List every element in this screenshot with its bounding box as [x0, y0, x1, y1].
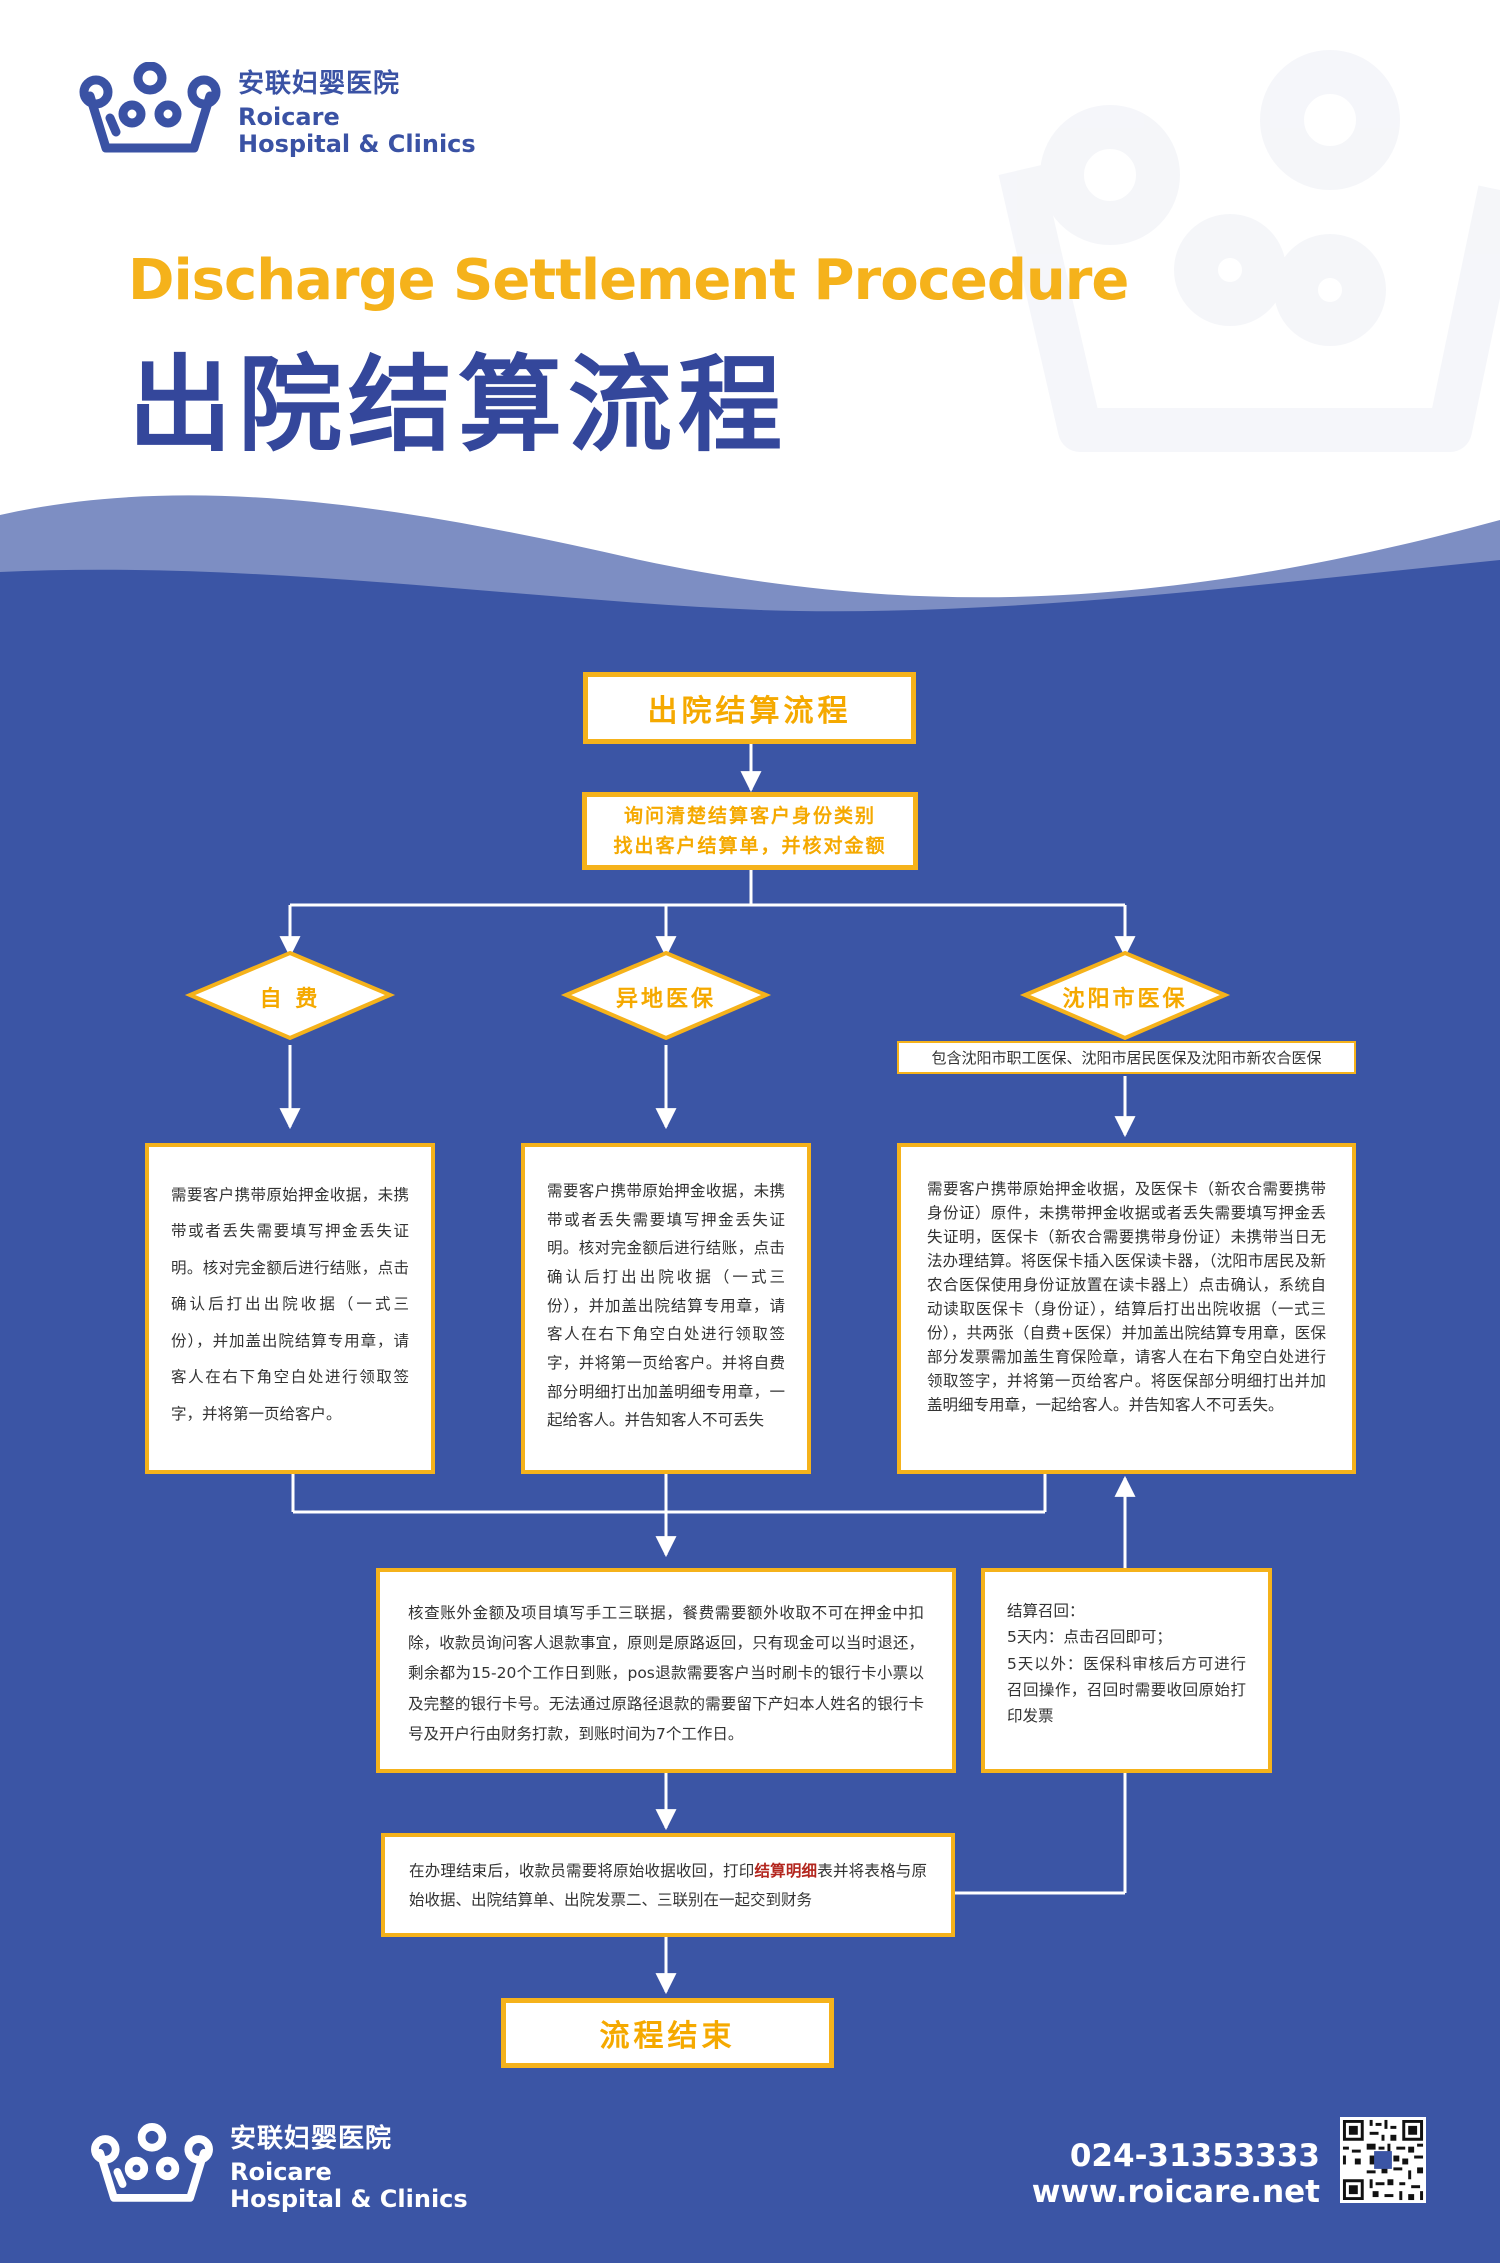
recall-within-5-days: 5天内：点击召回即可；	[1007, 1628, 1172, 1647]
footer-crown-logo-icon	[91, 2123, 213, 2203]
final-step-text-post: 表并将表格与原始收据、出院结算单、出院发票二、三联别在一起交到财务	[409, 1862, 927, 1910]
diamond-self-pay	[184, 950, 396, 1041]
diamond-out-of-town	[560, 950, 772, 1041]
self-pay-procedure-box: 需要客户携带原始押金收据，未携带或者丢失需要填写押金丢失证明。核对完金额后进行结…	[145, 1143, 435, 1474]
footer-name-en-2: Hospital & Clinics	[230, 2184, 468, 2213]
step-identify-line2: 找出客户结算单，并核对金额	[613, 835, 887, 857]
recall-box: 结算召回： 5天内：点击召回即可； 5天以外：医保科审核后方可进行召回操作，召回…	[981, 1568, 1272, 1773]
shenyang-insurance-note: 包含沈阳市职工医保、沈阳市居民医保及沈阳市新农合医保	[897, 1041, 1356, 1074]
flow-start-box: 出院结算流程	[583, 672, 916, 744]
watermark-crown-icon	[998, 50, 1500, 452]
flow-connectors	[279, 744, 1136, 1995]
title-english: Discharge Settlement Procedure	[128, 248, 1129, 313]
recall-title: 结算召回：	[1007, 1602, 1085, 1620]
refund-procedure-box: 核查账外金额及项目填写手工三联据，餐费需要额外收取不可在押金中扣除，收款员询问客…	[376, 1568, 956, 1773]
diamond-shenyang	[1019, 950, 1231, 1041]
title-chinese: 出院结算流程	[128, 344, 789, 466]
settlement-detail-highlight: 结算明细	[754, 1862, 818, 1880]
shenyang-procedure-box: 需要客户携带原始押金收据，及医保卡（新农合需要携带身份证）原件，未携带押金收据或…	[897, 1143, 1356, 1474]
branch-self-pay-label: 自 费	[259, 987, 321, 1012]
recall-beyond-5-days: 5天以外：医保科审核后方可进行召回操作，召回时需要收回原始打印发票	[1007, 1654, 1246, 1726]
flow-end-box: 流程结束	[501, 1998, 834, 2068]
header-name-en-2: Hospital & Clinics	[238, 129, 476, 158]
step-identify-box: 询问清楚结算客户身份类别 找出客户结算单，并核对金额	[582, 792, 918, 870]
footer-phone: 024-31353333	[1069, 2138, 1320, 2174]
footer-name-en-1: Roicare	[230, 2158, 332, 2186]
footer-brand: 安联妇婴医院 Roicare Hospital & Clinics	[88, 2118, 468, 2213]
header-brand: 安联妇婴医院 Roicare Hospital & Clinics	[76, 62, 476, 158]
footer-name-cn: 安联妇婴医院	[230, 2124, 393, 2154]
final-step-box: 在办理结束后，收款员需要将原始收据收回，打印结算明细表并将表格与原始收据、出院结…	[381, 1833, 955, 1937]
final-step-text-pre: 在办理结束后，收款员需要将原始收据收回，打印	[409, 1862, 755, 1880]
step-identify-line1: 询问清楚结算客户身份类别	[623, 804, 876, 827]
footer-website[interactable]: www.roicare.net	[1031, 2174, 1320, 2210]
header-name-cn: 安联妇婴医院	[238, 68, 401, 99]
qr-code-icon	[1340, 2117, 1426, 2203]
crown-logo-icon	[79, 62, 221, 153]
out-of-town-procedure-box: 需要客户携带原始押金收据，未携带或者丢失需要填写押金丢失证明。核对完金额后进行结…	[521, 1143, 811, 1474]
branch-shenyang-label: 沈阳市医保	[1062, 987, 1188, 1012]
header-name-en-1: Roicare	[238, 102, 340, 131]
branch-out-of-town-label: 异地医保	[615, 987, 716, 1012]
